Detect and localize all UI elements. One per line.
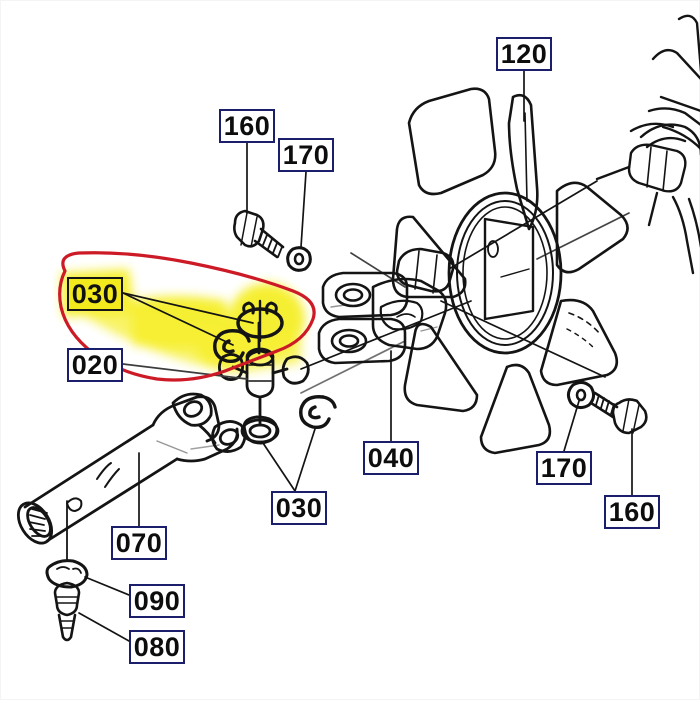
grease-fitting-assembly xyxy=(45,500,89,642)
callout-170-right[interactable]: 170 xyxy=(536,451,592,485)
bolt-washer-right xyxy=(566,380,648,435)
callout-090[interactable]: 090 xyxy=(129,584,185,618)
callout-080[interactable]: 080 xyxy=(129,630,185,664)
red-circle-annotation xyxy=(58,251,316,382)
callout-020[interactable]: 020 xyxy=(67,348,123,382)
callout-label: 040 xyxy=(367,442,415,473)
leader-lines xyxy=(78,70,633,642)
flange-yoke xyxy=(317,247,455,365)
callout-label: 160 xyxy=(223,110,271,141)
callout-030-top[interactable]: 030 xyxy=(67,277,123,311)
snap-ring-bottom xyxy=(242,415,279,445)
callout-label: 170 xyxy=(282,139,330,170)
callout-label: 170 xyxy=(540,452,588,483)
snap-ring-top xyxy=(236,299,284,343)
callout-160-right[interactable]: 160 xyxy=(604,495,660,529)
callout-120[interactable]: 120 xyxy=(496,37,552,71)
callout-070[interactable]: 070 xyxy=(111,526,167,560)
drive-shaft xyxy=(16,392,247,545)
snap-ring-right xyxy=(299,395,337,430)
callout-label: 070 xyxy=(115,527,163,558)
callout-label: 030 xyxy=(71,278,119,309)
callout-label: 030 xyxy=(275,492,323,523)
callout-label: 120 xyxy=(500,38,548,69)
callout-170-top[interactable]: 170 xyxy=(278,138,334,172)
callout-label: 160 xyxy=(608,496,656,527)
secondary-fan-partial xyxy=(595,14,700,275)
snap-ring-group xyxy=(213,299,337,445)
callout-160-top[interactable]: 160 xyxy=(219,109,275,143)
callout-label: 020 xyxy=(71,349,119,380)
bolt-washer-top xyxy=(233,209,312,272)
callout-040[interactable]: 040 xyxy=(363,441,419,475)
callout-label: 080 xyxy=(133,631,181,662)
callout-030-bottom[interactable]: 030 xyxy=(271,491,327,525)
callout-label: 090 xyxy=(133,585,181,616)
cooling-fan-assembly xyxy=(391,87,629,455)
